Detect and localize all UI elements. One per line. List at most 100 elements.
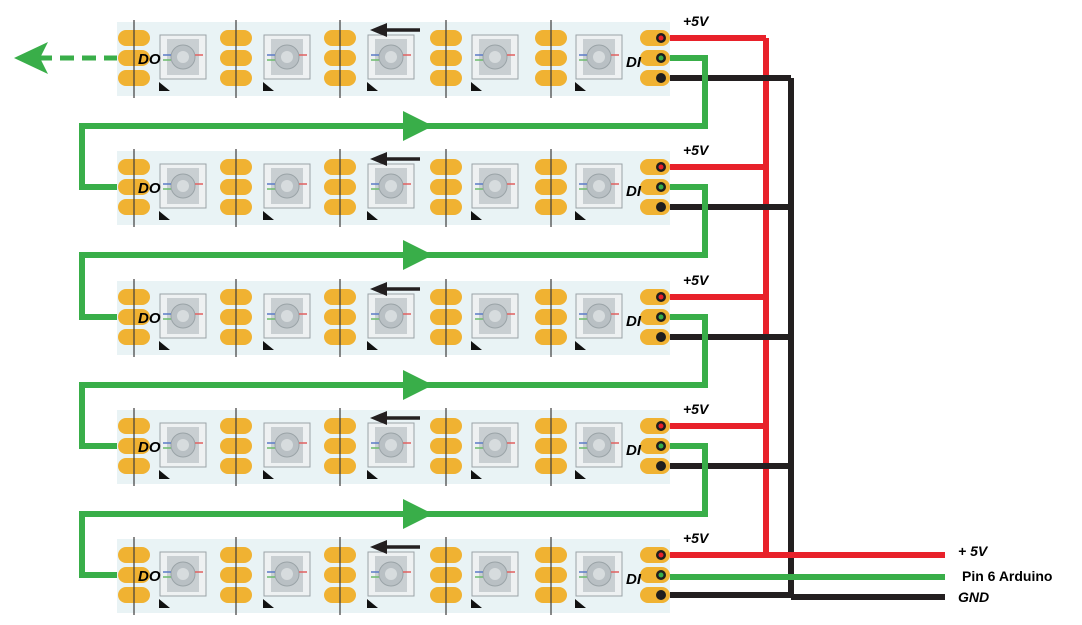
led-die [593, 568, 605, 580]
led-orientation-mark-icon [471, 82, 482, 91]
led-die [177, 51, 189, 63]
led-chip [367, 551, 415, 608]
led-chip [367, 34, 415, 91]
led-chip [471, 551, 519, 608]
di-label: DI [626, 313, 642, 330]
terminal-wire-end [658, 463, 664, 469]
led-chip [263, 163, 311, 220]
terminal-wire-end [658, 294, 664, 300]
di-label: DI [626, 571, 642, 588]
arduino-pin-label: Pin 6 Arduino [962, 568, 1052, 584]
led-die [281, 180, 293, 192]
led-die [489, 568, 501, 580]
led-orientation-mark-icon [575, 82, 586, 91]
vcc-label: +5V [683, 13, 710, 29]
led-orientation-mark-icon [575, 470, 586, 479]
led-chip [367, 293, 415, 350]
led-orientation-mark-icon [471, 599, 482, 608]
terminal-wire-end [658, 75, 664, 81]
di-label: DI [626, 442, 642, 459]
led-orientation-mark-icon [575, 341, 586, 350]
strip-direction-arrow-icon [370, 152, 387, 166]
do-label: DO [138, 51, 161, 68]
strip-direction-arrow-icon [370, 23, 387, 37]
terminal-wire-end [658, 443, 664, 449]
led-orientation-mark-icon [263, 341, 274, 350]
di-label: DI [626, 183, 642, 200]
led-chip [575, 163, 623, 220]
led-chip [159, 422, 207, 479]
led-die [489, 180, 501, 192]
led-die [177, 439, 189, 451]
terminal-wire-end [658, 164, 664, 170]
led-die [385, 568, 397, 580]
do-label: DO [138, 310, 161, 327]
led-chip [575, 551, 623, 608]
led-die [593, 180, 605, 192]
led-orientation-mark-icon [367, 599, 378, 608]
led-chip [471, 34, 519, 91]
strip-direction-arrow-icon [370, 282, 387, 296]
led-strip [117, 537, 670, 615]
do-label: DO [138, 439, 161, 456]
led-strip [117, 408, 670, 486]
led-orientation-mark-icon [471, 470, 482, 479]
led-orientation-mark-icon [263, 211, 274, 220]
vcc-label: +5V [683, 142, 710, 158]
terminal-wire-end [658, 592, 664, 598]
led-orientation-mark-icon [575, 211, 586, 220]
terminal-wire-end [658, 334, 664, 340]
vcc-label: +5V [683, 530, 710, 546]
terminal-wire-end [658, 55, 664, 61]
led-orientation-mark-icon [367, 211, 378, 220]
wiring-layer [14, 35, 945, 600]
led-orientation-mark-icon [159, 211, 170, 220]
terminal-wire-end [658, 572, 664, 578]
vcc-label: +5V [683, 401, 710, 417]
do-label: DO [138, 180, 161, 197]
led-die [489, 310, 501, 322]
led-orientation-mark-icon [471, 211, 482, 220]
led-die [281, 310, 293, 322]
do-label: DO [138, 568, 161, 585]
led-chip [471, 293, 519, 350]
led-chip [471, 422, 519, 479]
strips-layer [117, 20, 670, 615]
led-die [489, 51, 501, 63]
led-die [177, 180, 189, 192]
led-orientation-mark-icon [367, 341, 378, 350]
led-chip [367, 163, 415, 220]
led-die [593, 439, 605, 451]
led-die [281, 439, 293, 451]
led-orientation-mark-icon [263, 599, 274, 608]
led-die [281, 568, 293, 580]
terminal-wire-end [658, 423, 664, 429]
led-orientation-mark-icon [575, 599, 586, 608]
led-strip [117, 279, 670, 357]
led-die [593, 51, 605, 63]
data-output-arrow-icon [14, 42, 48, 74]
led-chip [263, 34, 311, 91]
led-die [489, 439, 501, 451]
led-chip [575, 293, 623, 350]
led-chip [159, 293, 207, 350]
led-die [385, 310, 397, 322]
led-die [177, 568, 189, 580]
led-chip [159, 163, 207, 220]
led-orientation-mark-icon [159, 470, 170, 479]
led-chip [159, 34, 207, 91]
led-chip [367, 422, 415, 479]
strip-direction-arrow-icon [370, 540, 387, 554]
led-chip [263, 422, 311, 479]
di-label: DI [626, 54, 642, 71]
terminal-wire-end [658, 35, 664, 41]
led-chip [263, 293, 311, 350]
led-die [281, 51, 293, 63]
terminal-wire-end [658, 184, 664, 190]
led-orientation-mark-icon [159, 82, 170, 91]
led-die [385, 51, 397, 63]
led-die [385, 180, 397, 192]
led-orientation-mark-icon [263, 82, 274, 91]
